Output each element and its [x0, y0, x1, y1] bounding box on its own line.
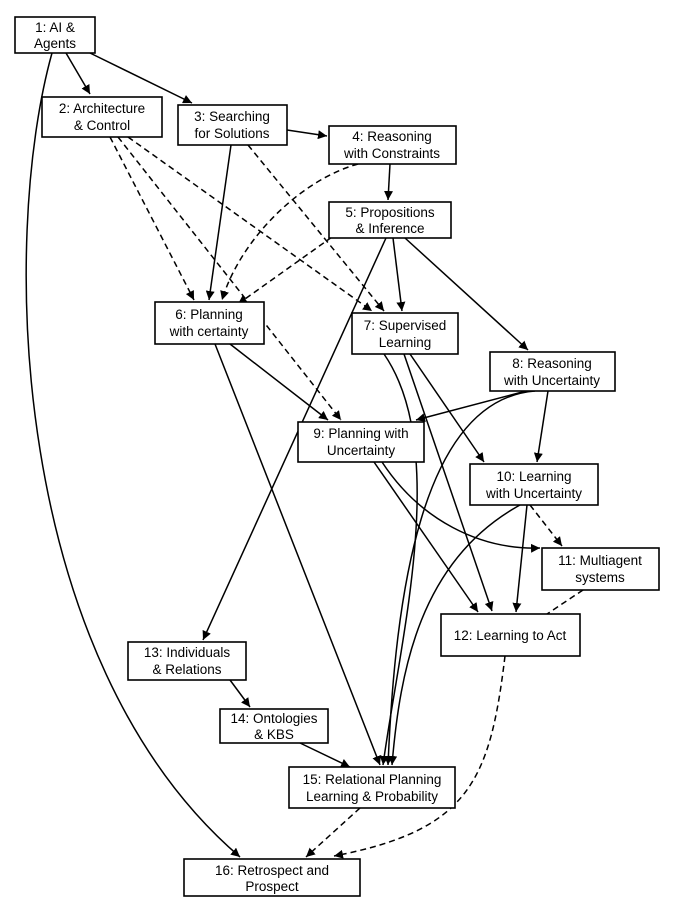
- edge-n8-n10: [533, 390, 549, 463]
- edge-n5-n13: [202, 237, 387, 641]
- node-6-line-2: with certainty: [169, 324, 249, 339]
- node-13-line-2: & Relations: [152, 662, 221, 677]
- node-1-ai-agents: 1: AI & Agents: [14, 16, 96, 54]
- node-2-line-1: 2: Architecture: [59, 101, 145, 116]
- node-1-line-2: Agents: [34, 36, 76, 51]
- node-3-line-2: for Solutions: [194, 126, 269, 141]
- node-2-architecture-control: 2: Architecture & Control: [41, 96, 163, 138]
- edge-n6-n9: [229, 343, 329, 421]
- nodes: 1: AI & Agents 2: Architecture & Control…: [14, 16, 660, 897]
- node-9-line-2: Uncertainty: [327, 443, 396, 458]
- node-5-propositions-inference: 5: Propositions & Inference: [328, 201, 452, 239]
- node-16-retrospect-prospect: 16: Retrospect and Prospect: [183, 858, 361, 897]
- node-9-line-1: 9: Planning with: [313, 426, 408, 441]
- node-16-line-1: 16: Retrospect and: [215, 863, 329, 878]
- edge-n1-n2: [65, 52, 91, 95]
- node-7-line-1: 7: Supervised: [364, 318, 447, 333]
- node-7-supervised-learning: 7: Supervised Learning: [351, 312, 459, 355]
- edge-n9-n12: [373, 461, 479, 613]
- node-11-line-2: systems: [575, 570, 625, 585]
- edge-n5-n8: [404, 237, 529, 351]
- node-2-line-2: & Control: [74, 118, 130, 133]
- node-8-line-1: 8: Reasoning: [512, 356, 592, 371]
- node-6-planning-with-certainty: 6: Planning with certainty: [154, 301, 265, 345]
- node-8-line-2: with Uncertainty: [503, 373, 600, 388]
- node-7-line-2: Learning: [379, 335, 432, 350]
- edge-n15-n16: [305, 807, 361, 858]
- edge-n2-n9: [117, 136, 342, 421]
- node-14-line-2: & KBS: [254, 727, 294, 742]
- edge-n10-n12: [512, 504, 528, 613]
- node-4-line-1: 4: Reasoning: [352, 129, 432, 144]
- edge-n7-n12: [403, 353, 494, 612]
- edge-n6-n15: [214, 343, 381, 766]
- edge-n10-n11: [529, 504, 563, 547]
- edge-n7-n10: [409, 353, 485, 463]
- edge-n1-n16: [25, 52, 241, 858]
- edge-n5-n6: [237, 236, 333, 305]
- node-14-ontologies-kbs: 14: Ontologies & KBS: [219, 708, 329, 744]
- node-14-line-1: 14: Ontologies: [230, 711, 317, 726]
- edge-n10-n15: [388, 504, 521, 766]
- edge-n4-n6: [220, 163, 359, 301]
- edge-n8-n9: [415, 390, 527, 423]
- edge-n9-n11: [381, 461, 541, 553]
- edge-n5-n7: [392, 237, 406, 312]
- node-10-line-2: with Uncertainty: [485, 486, 582, 501]
- edge-n2-n6: [109, 136, 195, 301]
- edges: [25, 52, 584, 859]
- node-11-multiagent-systems: 11: Multiagent systems: [541, 547, 660, 591]
- node-9-planning-with-uncertainty: 9: Planning with Uncertainty: [297, 421, 425, 463]
- edge-n12-n16: [333, 655, 506, 859]
- node-3-searching-for-solutions: 3: Searching for Solutions: [177, 104, 288, 146]
- node-4-reasoning-with-constraints: 4: Reasoning with Constraints: [328, 125, 457, 165]
- node-11-line-1: 11: Multiagent: [558, 553, 642, 568]
- node-3-line-1: 3: Searching: [194, 109, 270, 124]
- edge-n1-n3: [89, 52, 193, 104]
- edge-n13-n14: [229, 679, 251, 708]
- node-10-line-1: 10: Learning: [496, 469, 571, 484]
- node-8-reasoning-with-uncertainty: 8: Reasoning with Uncertainty: [489, 351, 616, 392]
- node-5-line-2: & Inference: [355, 221, 424, 236]
- edge-n14-n15: [299, 742, 351, 768]
- edge-n3-n7: [247, 144, 385, 312]
- node-12-learning-to-act: 12: Learning to Act: [440, 613, 581, 657]
- node-15-line-2: Learning & Probability: [306, 789, 438, 804]
- node-15-line-1: 15: Relational Planning: [303, 772, 442, 787]
- node-1-line-1: 1: AI &: [35, 20, 75, 35]
- edge-n8-n15: [383, 390, 536, 766]
- node-6-line-1: 6: Planning: [175, 307, 243, 322]
- node-16-line-2: Prospect: [245, 879, 299, 894]
- node-13-individuals-relations: 13: Individuals & Relations: [127, 641, 247, 681]
- node-13-line-1: 13: Individuals: [144, 645, 231, 660]
- edge-n3-n6: [205, 144, 232, 301]
- edge-n3-n4: [286, 129, 328, 140]
- node-12-line-1: 12: Learning to Act: [454, 628, 567, 643]
- node-15-relational-planning: 15: Relational Planning Learning & Proba…: [288, 766, 456, 809]
- node-10-learning-with-uncertainty: 10: Learning with Uncertainty: [469, 463, 599, 506]
- node-5-line-1: 5: Propositions: [345, 205, 435, 220]
- node-4-line-2: with Constraints: [343, 146, 440, 161]
- edge-n4-n5: [384, 163, 393, 201]
